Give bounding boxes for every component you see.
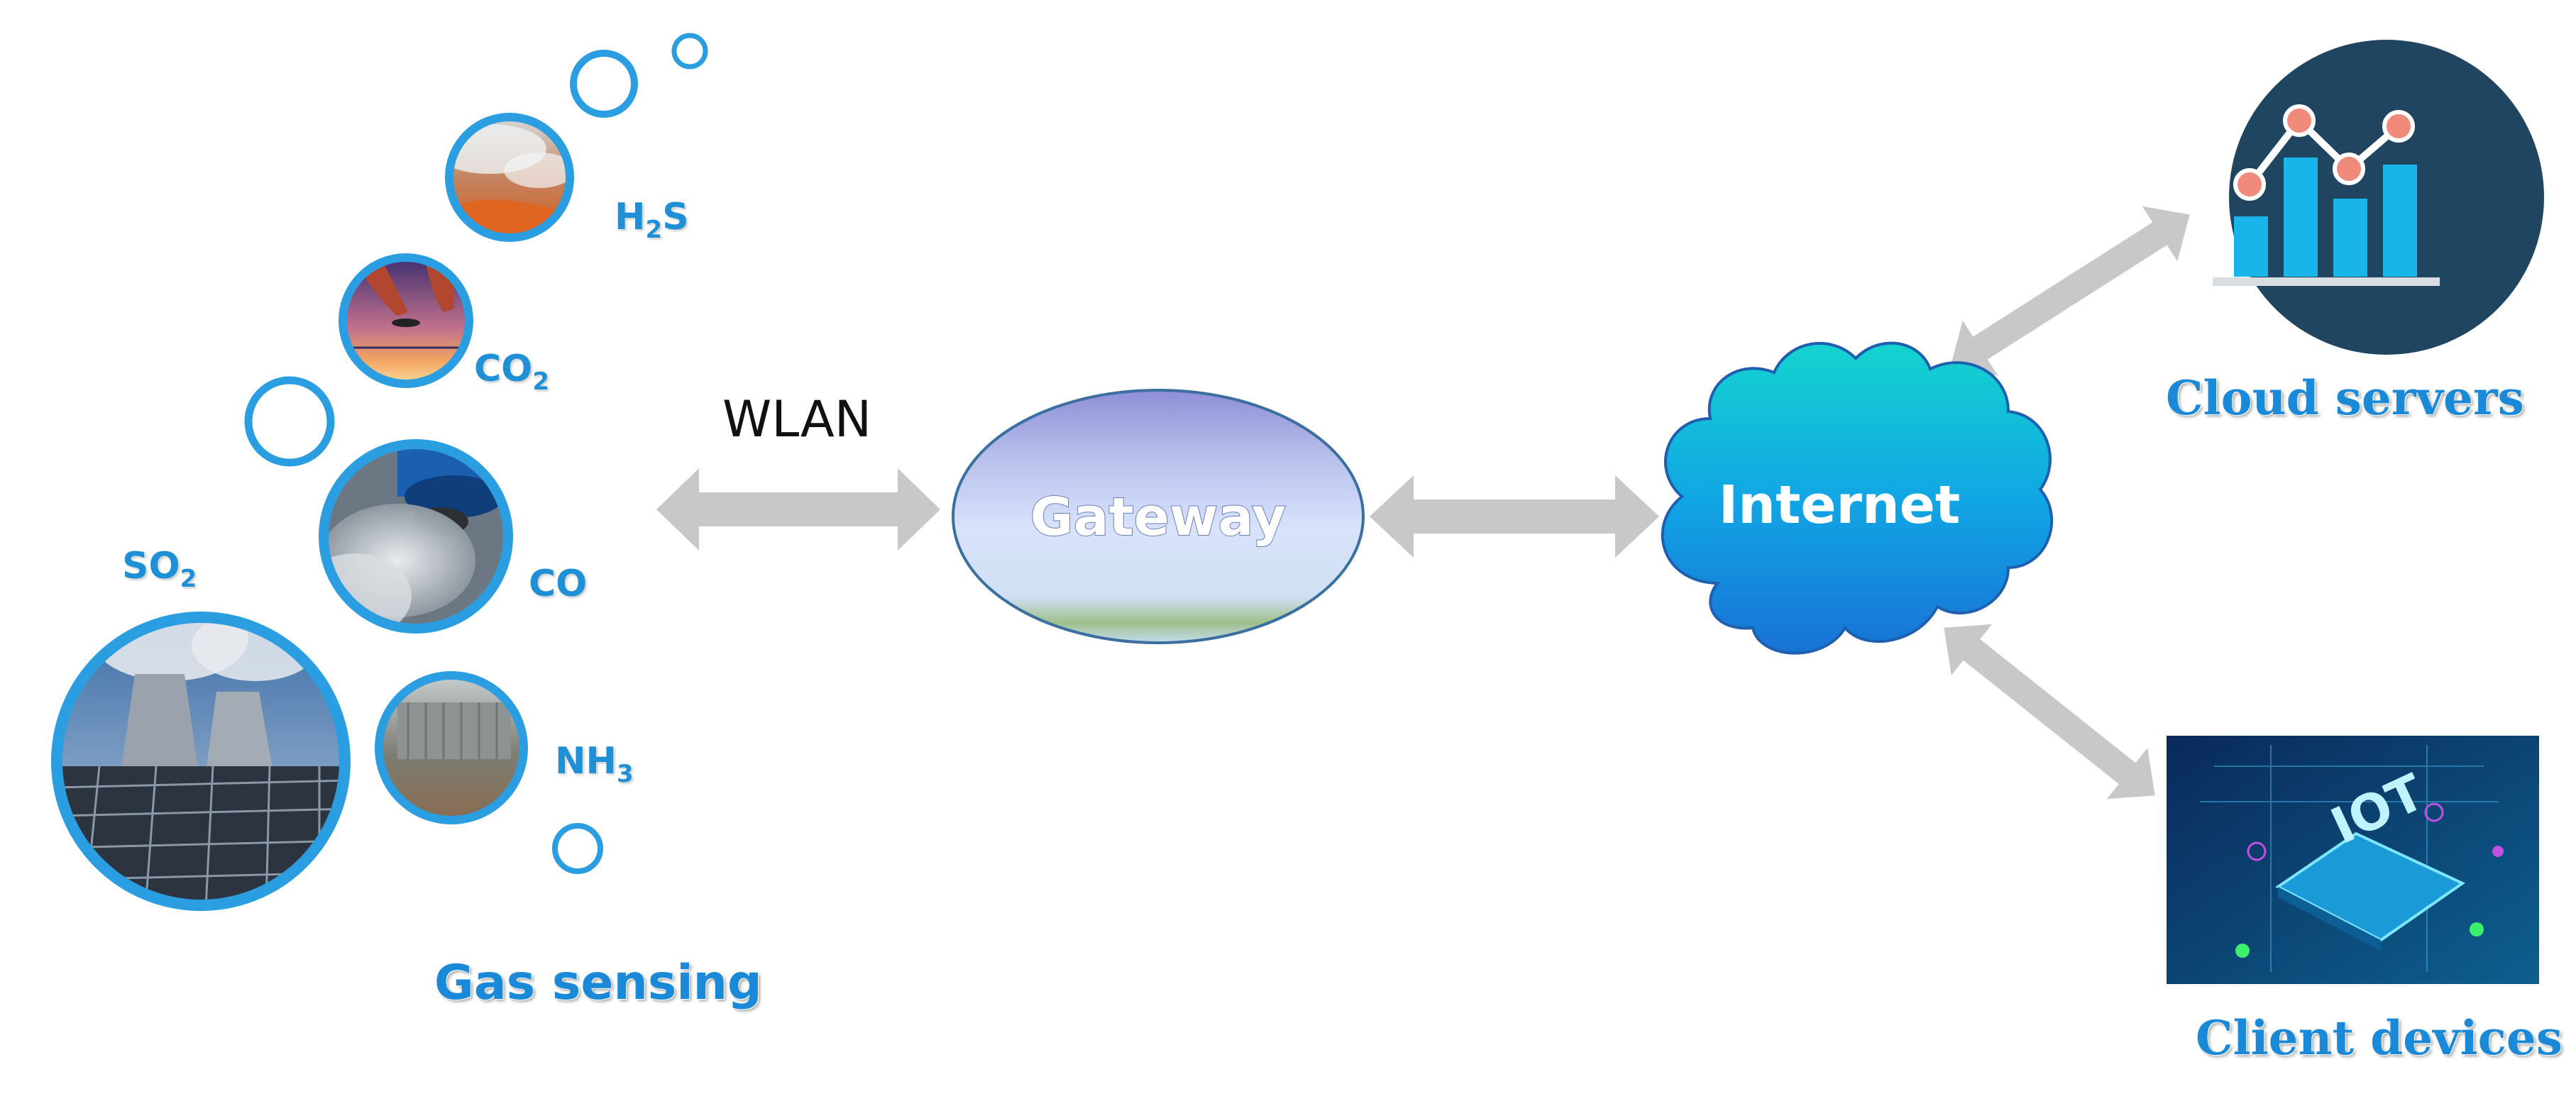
- wlan-double-arrow: [656, 468, 940, 551]
- co2-label: CO2: [474, 348, 549, 396]
- h2s-tail-text: S: [662, 196, 689, 238]
- server-trend-point: [2333, 153, 2365, 185]
- wlan-label: WLAN: [722, 390, 872, 448]
- nh3-label: NH3: [555, 740, 634, 788]
- server-trend-point: [2382, 110, 2415, 143]
- h2s-geothermal-image: [445, 113, 574, 242]
- server-bar: [2284, 158, 2318, 277]
- internet-cloud-node: [1661, 341, 2054, 655]
- internet-label: Internet: [1719, 475, 1961, 536]
- co-main-text: CO: [529, 563, 588, 605]
- h2s-label: H2S: [615, 196, 689, 244]
- h2s-main-text: H: [615, 196, 646, 238]
- server-trend-point: [2283, 104, 2316, 137]
- gateway-label: Gateway: [1030, 487, 1287, 548]
- decorative-bubble: [570, 50, 638, 118]
- server-bar: [2383, 165, 2417, 277]
- co-label: CO: [529, 563, 587, 605]
- nh3-farm-image: [375, 671, 528, 824]
- decorative-bubble: [552, 823, 603, 874]
- co2-sunset-image: [338, 253, 473, 388]
- client-devices-title: Client devices: [2196, 1010, 2563, 1066]
- decorative-bubble: [244, 376, 335, 467]
- co-exhaust-image: [319, 439, 513, 634]
- cloud-servers-chart-icon: [2213, 40, 2544, 355]
- decorative-bubble: [671, 33, 708, 70]
- gateway-node: [952, 389, 1365, 644]
- nh3-main-text: NH: [555, 740, 617, 783]
- co2-main-text: CO: [474, 348, 533, 390]
- so2-label: SO2: [122, 545, 197, 593]
- gas-sensing-title: Gas sensing: [434, 955, 762, 1011]
- gas-sensing-cluster: [51, 33, 708, 911]
- gateway-internet-double-arrow: [1370, 475, 1659, 558]
- so2-power-plant-image: [51, 612, 351, 911]
- internet-client-devices-double-arrow: [1944, 624, 2155, 800]
- client-devices-iot-image: IOT: [2167, 736, 2539, 984]
- so2-main-text: SO: [122, 545, 180, 587]
- h2s-subscript: 2: [645, 216, 663, 244]
- co2-subscript: 2: [532, 368, 550, 396]
- internet-cloud-servers-double-arrow: [1950, 206, 2190, 376]
- nh3-subscript: 3: [617, 760, 634, 788]
- server-bar: [2234, 216, 2268, 277]
- server-bar: [2333, 199, 2367, 277]
- so2-subscript: 2: [180, 565, 197, 593]
- server-trend-point: [2233, 168, 2266, 201]
- cloud-servers-title: Cloud servers: [2166, 370, 2524, 426]
